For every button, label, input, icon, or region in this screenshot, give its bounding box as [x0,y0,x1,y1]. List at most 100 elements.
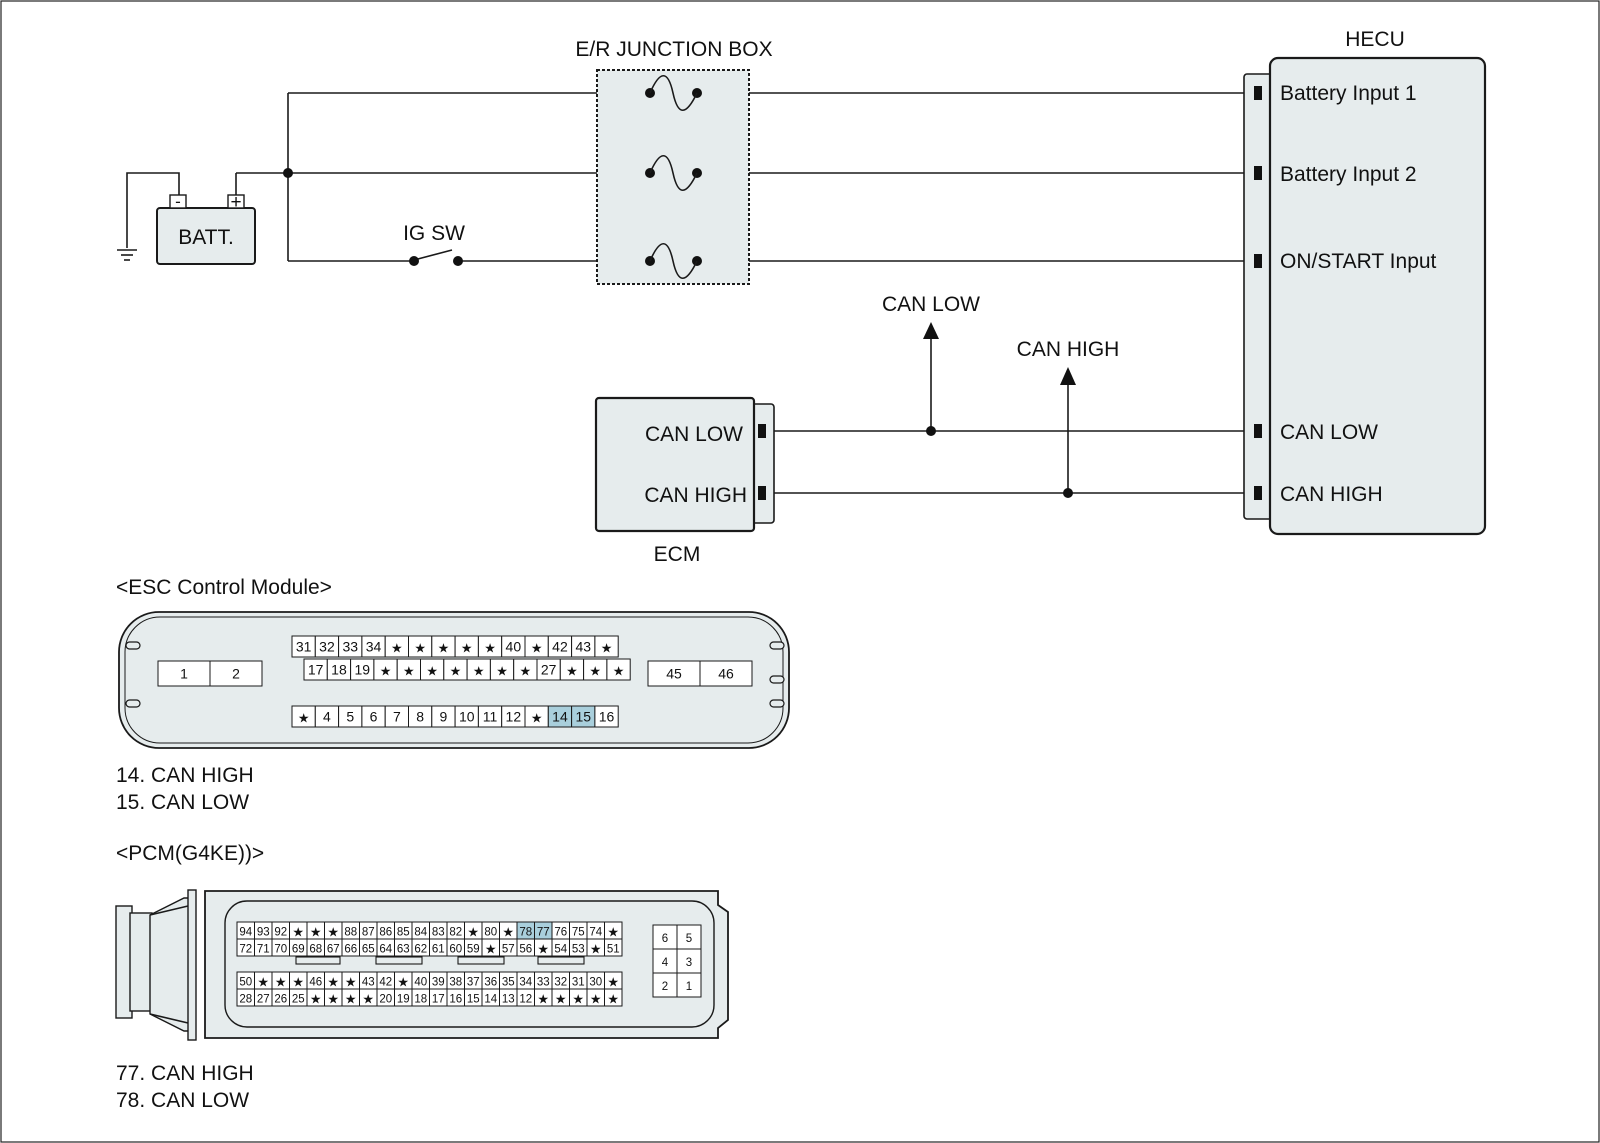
connector-pin: 45 [647,660,701,687]
connector-pin: ★ [559,658,585,681]
pin-label: 65 [362,944,375,956]
pcm-legend-line-2: 78. CAN LOW [116,1089,249,1112]
pin-label: 7 [393,709,401,725]
pin-label: 62 [414,944,427,956]
connector-pin: 8 [408,705,433,728]
pin-label: 12 [519,994,532,1006]
connector-pin: ★ [324,988,343,1007]
pin-label: 39 [432,977,445,989]
connector-pin: ★ [324,971,343,990]
ig-switch-label: IG SW [403,222,465,245]
connector-pin: 50 [236,971,255,990]
connector-pin: ★ [454,635,479,658]
connector-pin: 43 [571,635,596,658]
connector-pin: 64 [376,938,395,957]
connector-pin: 51 [604,938,623,957]
pin-label: 94 [239,927,252,939]
pin-label: 30 [589,977,602,989]
pin-label: ★ [310,992,322,1007]
pin-label: ★ [403,664,415,679]
pin-label: ★ [397,975,409,990]
connector-pin: ★ [306,988,325,1007]
connector-pin: ★ [489,658,515,681]
hecu-connector-strip [1243,73,1273,520]
connector-pin: ★ [477,635,503,658]
pin-label: 6 [662,933,668,945]
connector-pin: ★ [551,988,570,1007]
connector-pin: 27 [536,658,561,681]
connector-pin: 30 [586,971,605,990]
connector-pin: 13 [499,988,518,1007]
pin-label: 19 [354,662,370,678]
pin-label: ★ [461,641,473,656]
pin-label: 80 [484,927,497,939]
connector-pin: 1 [676,972,702,998]
branch-can-low-label: CAN LOW [882,293,980,316]
connector-pin: ★ [359,988,378,1007]
pin-label: ★ [496,664,508,679]
pin-label: 33 [342,639,358,655]
pin-label: ★ [537,992,549,1007]
wires [117,92,1256,494]
pin-label: ★ [590,992,602,1007]
connector-pin: 59 [464,938,483,957]
hecu-terminal-battery-input-2: Battery Input 2 [1280,163,1417,186]
connector-pin: 5 [676,924,702,950]
connector-pin: ★ [524,635,549,658]
pin-label: 74 [589,927,602,939]
hecu-terminal-can-low: CAN LOW [1280,421,1378,444]
connector-pin: 17 [429,988,448,1007]
pin-label: ★ [485,942,497,957]
connector-pin: 18 [411,988,430,1007]
connector-pin: 85 [394,921,413,940]
connector-pin: ★ [481,938,500,957]
connector-pin: 15 [571,705,596,728]
pin-label: 82 [449,927,462,939]
connector-pin: 57 [499,938,518,957]
pin-label: 71 [257,944,270,956]
pin-label: 3 [686,957,692,969]
connector-pin: ★ [384,635,410,658]
connector-pin: ★ [594,635,619,658]
battery-body [156,207,256,265]
connector-pin: 82 [446,921,465,940]
pin-label: ★ [327,975,339,990]
pcm-legend-line-1: 77. CAN HIGH [116,1062,254,1085]
connector-pin: 7 [384,705,410,728]
pin-label: 76 [554,927,567,939]
connector-pin: 16 [594,705,619,728]
pin-label: ★ [380,664,392,679]
pin-label: 43 [575,639,591,655]
pin-label: 36 [484,977,497,989]
junction-box-outline [596,69,750,285]
pin-label: 27 [541,662,557,678]
connector-pin: 18 [326,658,352,681]
pin-label: ★ [537,942,549,957]
connector-pin: 1 [157,660,211,687]
connector-pin: ★ [420,658,445,681]
connector-pin: ★ [408,635,433,658]
connector-pin: 15 [464,988,483,1007]
pin-label: ★ [292,975,304,990]
esc-legend-line-2: 15. CAN LOW [116,791,249,814]
connector-pin: 72 [236,938,255,957]
connector-pin: ★ [271,971,290,990]
pin-label: 26 [274,994,287,1006]
pin-label: ★ [275,975,287,990]
connector-pin: 40 [501,635,526,658]
connector-pin: 2 [209,660,263,687]
pin-label: ★ [298,711,310,726]
connector-pin: 46 [306,971,325,990]
connector-pin: ★ [499,921,518,940]
connector-pin: ★ [604,921,623,940]
can-high-arrow-icon [1060,367,1076,385]
pin-label: 14 [484,994,497,1006]
pin-label: 5 [686,933,692,945]
pin-label: ★ [450,664,462,679]
connector-pin: 42 [547,635,573,658]
ig-switch: IG SW [403,222,465,266]
pin-label: 6 [370,709,378,725]
connector-pin: 14 [481,988,500,1007]
